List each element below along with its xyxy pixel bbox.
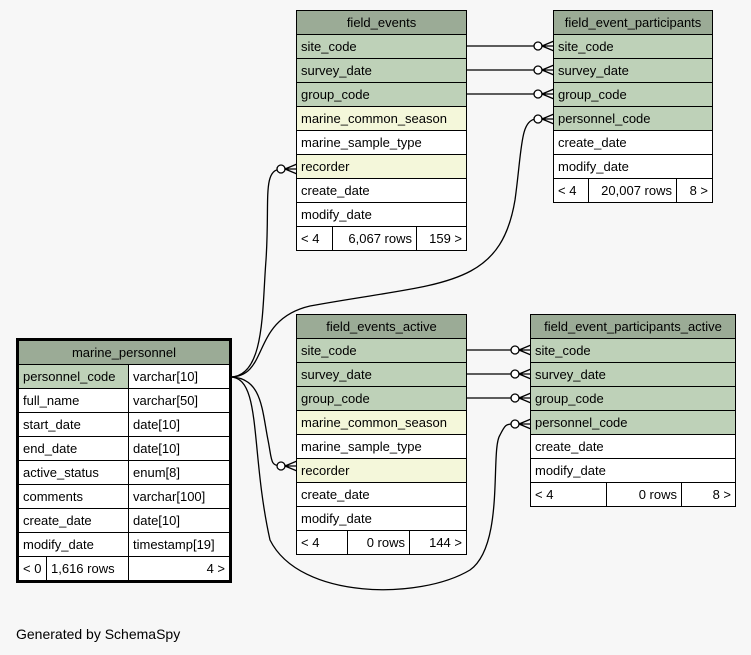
column-create-date[interactable]: create_date: [296, 482, 467, 507]
column-marine-sample-type[interactable]: marine_sample_type: [296, 434, 467, 459]
column-full-name[interactable]: full_name: [18, 388, 129, 413]
column-survey-date[interactable]: survey_date: [295, 58, 468, 83]
column-personnel-code[interactable]: personnel_code: [553, 106, 713, 131]
column-start-date[interactable]: start_date: [18, 412, 129, 437]
table-field-events-active[interactable]: field_events_active site_code survey_dat…: [296, 314, 467, 555]
children-count[interactable]: 8 >: [676, 178, 713, 203]
column-survey-date[interactable]: survey_date: [553, 58, 713, 83]
column-modify-date[interactable]: modify_date: [295, 202, 468, 227]
parents-count[interactable]: < 0: [18, 556, 47, 581]
row-count: 20,007 rows: [588, 178, 677, 203]
column-type: varchar[10]: [127, 364, 231, 389]
column-site-code[interactable]: site_code: [296, 338, 467, 363]
parents-count[interactable]: < 4: [296, 530, 348, 555]
parents-count[interactable]: < 4: [530, 482, 607, 507]
parents-count[interactable]: < 4: [296, 226, 333, 251]
crows-foot-markers: [284, 40, 555, 472]
column-group-code[interactable]: group_code: [529, 386, 737, 411]
table-field-event-participants[interactable]: field_event_participants site_code surve…: [553, 10, 713, 203]
column-type: enum[8]: [127, 460, 231, 485]
column-type: varchar[100]: [127, 484, 231, 509]
column-create-date[interactable]: create_date: [295, 178, 468, 203]
table-title[interactable]: marine_personnel: [17, 340, 231, 365]
column-site-code[interactable]: site_code: [553, 34, 713, 59]
row-count: 0 rows: [347, 530, 410, 555]
column-personnel-code[interactable]: personnel_code: [18, 364, 129, 389]
column-survey-date[interactable]: survey_date: [296, 362, 467, 387]
table-title[interactable]: field_events_active: [296, 314, 467, 339]
row-count: 1,616 rows: [46, 556, 129, 581]
column-modify-date[interactable]: modify_date: [18, 532, 129, 557]
row-count: 6,067 rows: [332, 226, 417, 251]
column-type: date[10]: [127, 436, 231, 461]
edge-recorder: [229, 168, 282, 378]
row-count: 0 rows: [606, 482, 682, 507]
column-marine-common-season[interactable]: marine_common_season: [295, 106, 468, 131]
column-site-code[interactable]: site_code: [295, 34, 468, 59]
generated-by-note: Generated by SchemaSpy: [16, 626, 181, 642]
column-survey-date[interactable]: survey_date: [529, 362, 737, 387]
table-title[interactable]: field_event_participants: [553, 10, 713, 35]
column-marine-sample-type[interactable]: marine_sample_type: [295, 130, 468, 155]
column-marine-common-season[interactable]: marine_common_season: [296, 410, 467, 435]
column-type: date[10]: [127, 412, 231, 437]
optional-end-markers: [276, 41, 543, 471]
column-create-date[interactable]: create_date: [18, 508, 129, 533]
column-recorder[interactable]: recorder: [295, 154, 468, 179]
edge-active-recorder: [229, 376, 282, 467]
column-group-code[interactable]: group_code: [295, 82, 468, 107]
column-site-code[interactable]: site_code: [529, 338, 737, 363]
column-recorder[interactable]: recorder: [296, 458, 467, 483]
table-field-events[interactable]: field_events site_code survey_date group…: [295, 10, 468, 251]
parents-count[interactable]: < 4: [553, 178, 589, 203]
column-group-code[interactable]: group_code: [553, 82, 713, 107]
column-create-date[interactable]: create_date: [529, 434, 737, 459]
column-personnel-code[interactable]: personnel_code: [529, 410, 737, 435]
column-end-date[interactable]: end_date: [18, 436, 129, 461]
children-count[interactable]: 159 >: [415, 226, 468, 251]
children-count[interactable]: 4 >: [127, 556, 231, 581]
column-create-date[interactable]: create_date: [553, 130, 713, 155]
table-field-event-participants-active[interactable]: field_event_participants_active site_cod…: [529, 314, 737, 507]
table-title[interactable]: field_events: [295, 10, 468, 35]
children-count[interactable]: 144 >: [409, 530, 467, 555]
column-comments[interactable]: comments: [18, 484, 129, 509]
column-active-status[interactable]: active_status: [18, 460, 129, 485]
column-type: varchar[50]: [127, 388, 231, 413]
edge-active-personnel-code: [229, 376, 514, 591]
column-modify-date[interactable]: modify_date: [553, 154, 713, 179]
edge-personnel-code: [229, 118, 537, 378]
column-type: date[10]: [127, 508, 231, 533]
column-modify-date[interactable]: modify_date: [296, 506, 467, 531]
column-type: timestamp[19]: [127, 532, 231, 557]
column-group-code[interactable]: group_code: [296, 386, 467, 411]
children-count[interactable]: 8 >: [680, 482, 737, 507]
table-title[interactable]: field_event_participants_active: [529, 314, 737, 339]
column-modify-date[interactable]: modify_date: [529, 458, 737, 483]
